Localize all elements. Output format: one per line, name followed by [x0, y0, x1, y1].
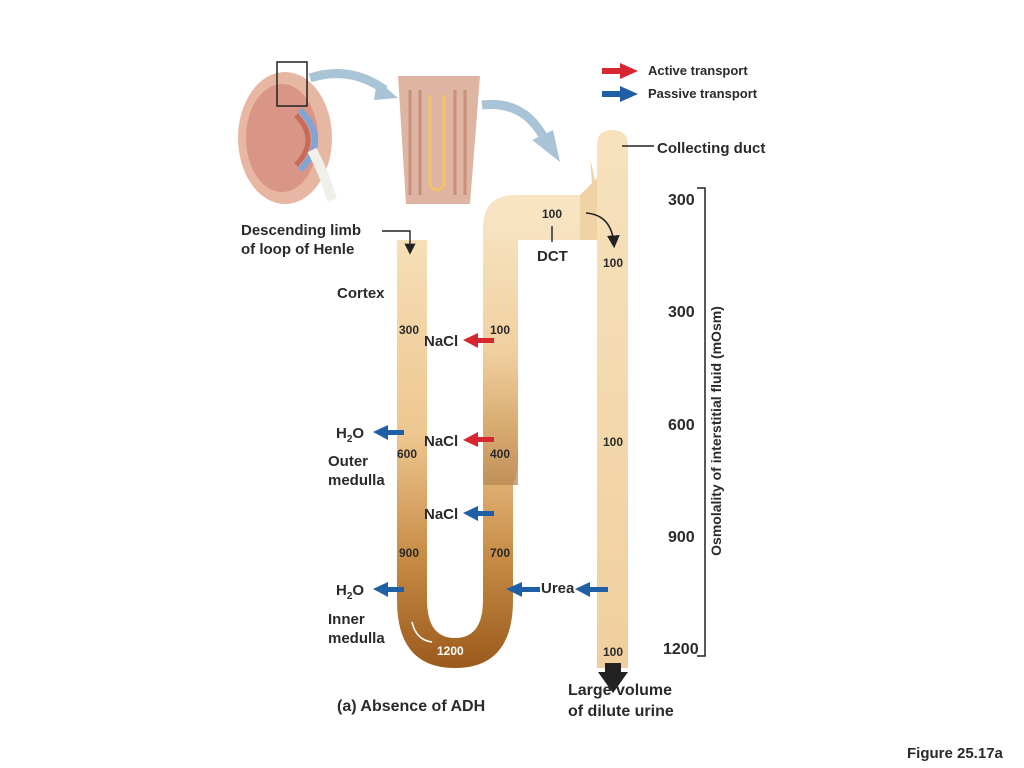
cortex-label: Cortex: [337, 285, 385, 302]
figure-number: Figure 25.17a: [907, 745, 1003, 762]
h2o-label-1: H2O: [336, 425, 365, 445]
cd-value-mid-100: 100: [603, 435, 624, 449]
nacl-active-arrow-1: [463, 333, 494, 348]
urine-output-arrow: [598, 663, 628, 693]
desc-value-600: 600: [397, 447, 418, 461]
nacl-label-3: NaCl: [424, 506, 459, 523]
descending-limb-label: Descending limb of loop of Henle: [241, 222, 362, 258]
legend-active-label: Active transport: [648, 63, 748, 78]
loop-flow-arrow: [411, 621, 433, 643]
collecting-duct-label: Collecting duct: [657, 140, 766, 157]
zoom-arrow-2: [481, 99, 550, 143]
kidney-illustration: [238, 61, 337, 204]
urea-passive-arrow-1: [575, 582, 608, 597]
urea-passive-arrow-2: [506, 582, 540, 597]
urine-label: Large volume of dilute urine: [568, 682, 674, 720]
zoom-arrow-1: [308, 69, 388, 94]
desc-value-900: 900: [399, 546, 420, 560]
inner-medulla-label: Inner medulla: [328, 611, 385, 647]
h2o-passive-arrow-2: [373, 582, 404, 597]
scale-title: Osmolality of interstitial fluid (mOsm): [708, 306, 724, 556]
outer-medulla-label: Outer medulla: [328, 453, 385, 489]
h2o-passive-arrow-1: [373, 425, 404, 440]
scale-tick-1: 300: [668, 192, 695, 209]
collecting-duct: [597, 130, 628, 668]
descending-limb-pointer: [382, 230, 416, 255]
cd-value-top-100: 100: [603, 256, 624, 270]
nacl-passive-arrow: [463, 506, 494, 521]
legend-passive-label: Passive transport: [648, 86, 758, 101]
legend-passive-arrow: [602, 86, 638, 102]
cd-value-bottom-100: 100: [603, 645, 624, 659]
osmolality-scale-bracket: [697, 187, 706, 657]
dct-label: DCT: [537, 248, 568, 265]
figure-caption: (a) Absence of ADH: [337, 698, 486, 715]
urea-label: Urea: [541, 580, 575, 597]
nacl-active-arrow-2: [463, 432, 494, 447]
desc-value-300: 300: [399, 323, 420, 337]
nacl-label-1: NaCl: [424, 333, 459, 350]
bottom-value-1200: 1200: [437, 644, 464, 658]
scale-tick-2: 300: [668, 304, 695, 321]
asc-value-400: 400: [490, 447, 511, 461]
dct-flow-arrow: [585, 212, 620, 249]
descending-limb: [397, 240, 513, 668]
scale-tick-4: 900: [668, 529, 695, 546]
legend-active-arrow: [602, 63, 638, 79]
dct-value-100: 100: [542, 207, 563, 221]
asc-value-700: 700: [490, 546, 511, 560]
medulla-section-illustration: [398, 76, 480, 204]
scale-tick-3: 600: [668, 417, 695, 434]
scale-tick-5: 1200: [663, 641, 699, 658]
asc-value-100: 100: [490, 323, 511, 337]
nacl-label-2: NaCl: [424, 433, 459, 450]
h2o-label-2: H2O: [336, 582, 365, 602]
